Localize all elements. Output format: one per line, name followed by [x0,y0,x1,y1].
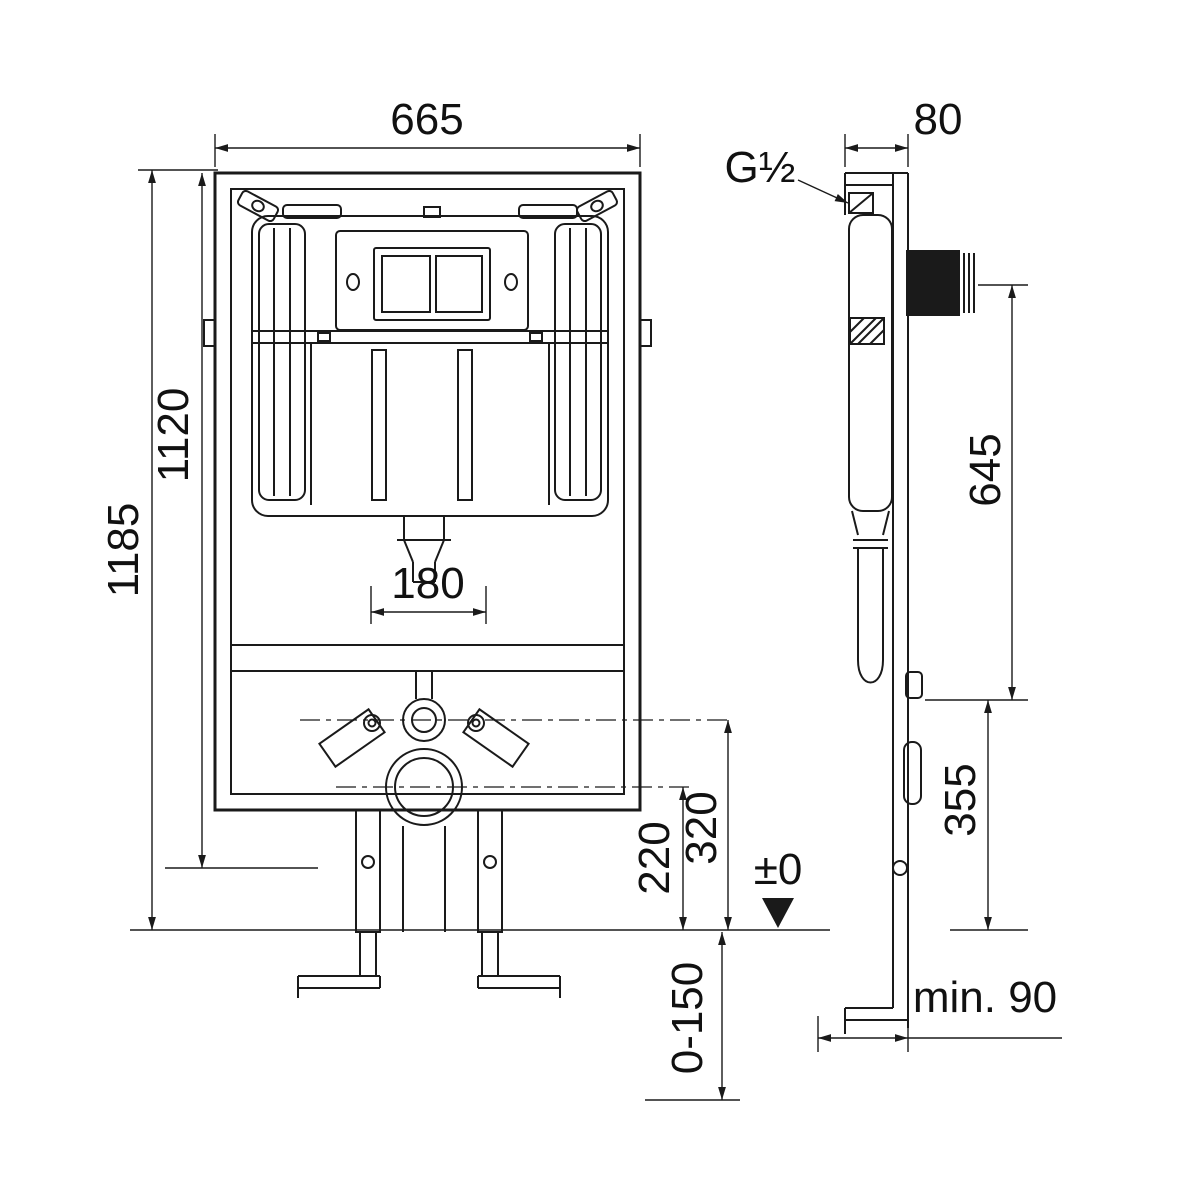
dim-outlet-height-label: 220 [630,821,679,894]
side-view-cistern [848,192,975,805]
dimension-labels: 665 1185 1120 180 320 220 ±0 0-150 80 G½… [99,95,1057,1074]
wall-distance-label: min. 90 [913,973,1057,1022]
floor-level-label: ±0 [754,845,803,894]
flush-button-large [381,255,431,313]
flush-bend-funnel [397,516,451,583]
foam-pad-left [258,223,306,501]
dimension-lines [130,134,1062,1101]
dim-lower-height-label: 355 [936,763,985,836]
outlet-bend-side [903,741,922,805]
leg-left [355,809,381,933]
floor-level-marker [762,898,794,928]
foam-pad-right [554,223,602,501]
flush-plate-opening [335,230,529,331]
dim-frame-height-label: 1120 [149,388,198,483]
brace-left [318,707,386,769]
dim-total-height-label: 1185 [99,503,148,598]
screw-hole-right [504,273,518,291]
cistern [251,204,609,583]
dim-depth-label: 80 [914,95,963,144]
side-fixing-right [639,319,652,347]
dim-pipe-spacing-label: 180 [391,559,464,608]
pipe-clamp [905,671,923,699]
front-view-frame [203,171,652,812]
water-inlet-label: G½ [725,143,796,192]
corner-tab-left [236,189,280,223]
water-inlet-fitting [848,192,874,214]
flush-button-small [435,255,483,313]
brace-right [462,707,530,769]
dim-inlet-height-label: 320 [677,791,726,864]
support-bar-left [371,349,387,501]
side-view-frame [844,172,909,1034]
g-half-leader [797,179,849,204]
dim-upper-height-label: 645 [961,433,1010,506]
cross-rail [230,644,625,672]
support-bar-right [457,349,473,501]
floor-range-label: 0-150 [663,962,712,1075]
side-fixing-left [203,319,216,347]
wall-bracket [906,250,960,316]
screw-hole-left [346,273,360,291]
dim-width-label: 665 [390,95,463,144]
leg-right [477,809,503,933]
hatch-detail [849,317,885,345]
outlet-assembly [318,671,530,826]
legs-and-feet [297,809,561,998]
